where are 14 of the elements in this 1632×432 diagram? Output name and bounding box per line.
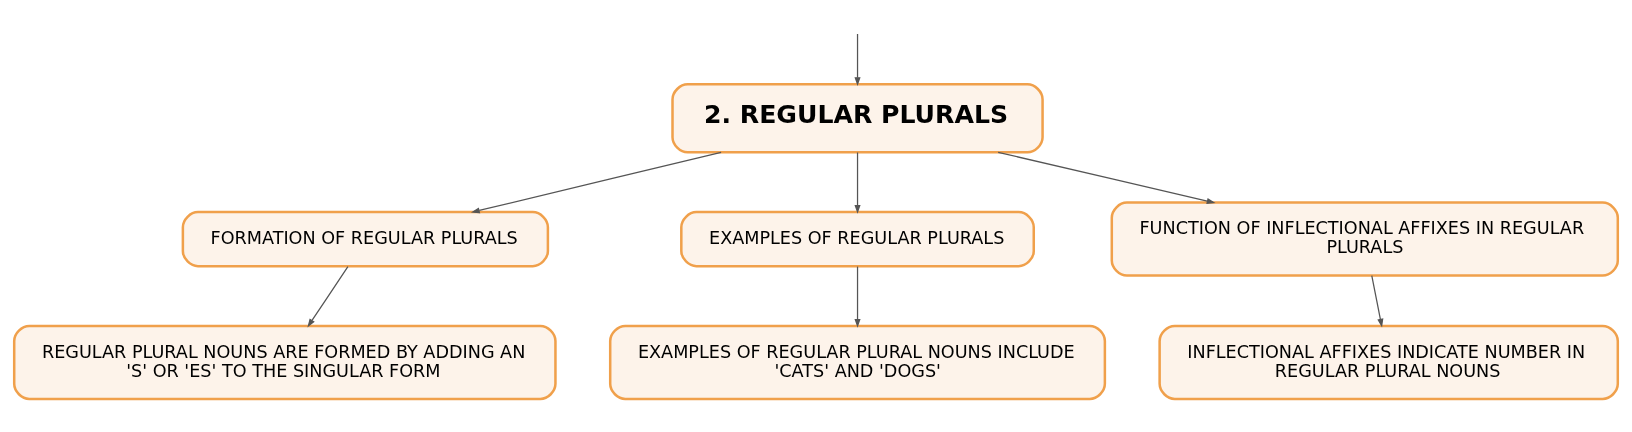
arrow bbox=[854, 151, 861, 214]
node-box: FORMATION OF REGULAR PLURALS bbox=[181, 210, 550, 268]
node-box: 2. REGULAR PLURALS bbox=[671, 83, 1044, 154]
arrow bbox=[997, 151, 1216, 205]
node-box: FUNCTION OF INFLECTIONAL AFFIXES IN REGULAR PLURALS bbox=[1110, 201, 1620, 277]
node-box: EXAMPLES OF REGULAR PLURALS bbox=[680, 210, 1035, 268]
arrow bbox=[854, 33, 861, 86]
arrow bbox=[1371, 275, 1384, 328]
arrow bbox=[307, 265, 349, 328]
arrow bbox=[854, 265, 861, 328]
arrow bbox=[470, 151, 722, 214]
node-box: INFLECTIONAL AFFIXES INDICATE NUMBER IN REGULAR PLURAL NOUNS bbox=[1158, 324, 1620, 401]
node-box: REGULAR PLURAL NOUNS ARE FORMED BY ADDING AN 'S' OR 'ES' TO THE SINGULAR FORM bbox=[12, 324, 557, 401]
node-box: EXAMPLES OF REGULAR PLURAL NOUNS INCLUDE 'CATS' AND 'DOGS' bbox=[608, 324, 1107, 401]
